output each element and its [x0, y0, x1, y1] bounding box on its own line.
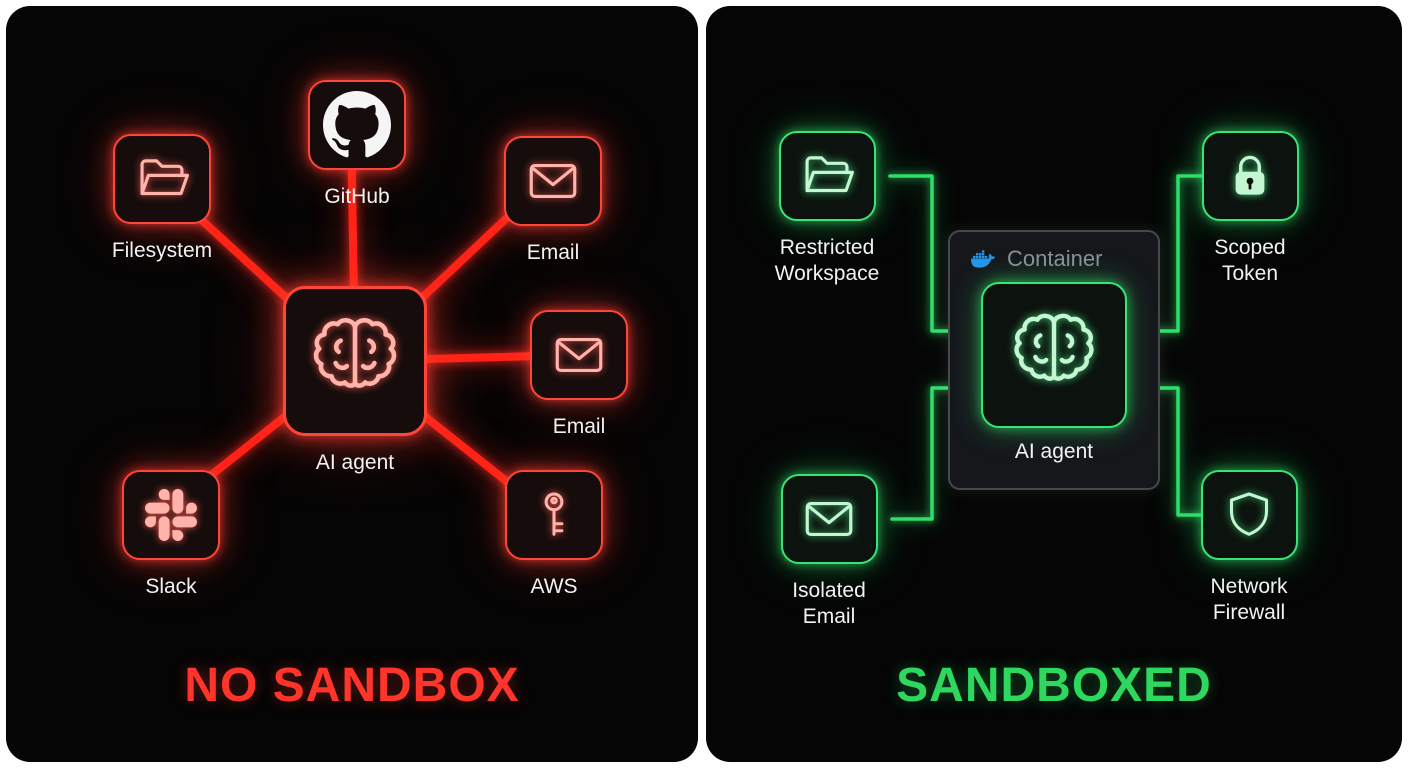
- node-label: AWS: [530, 575, 578, 598]
- slack-box: [122, 470, 220, 560]
- sandboxed-panel: Restricted Workspace Scoped Token: [706, 6, 1402, 762]
- envelope-icon: [524, 152, 582, 210]
- folder-icon: [798, 147, 856, 205]
- email-box: [504, 136, 602, 226]
- aws-box: [505, 470, 603, 560]
- node-network-firewall: Network Firewall: [1189, 470, 1309, 625]
- container-label: Container: [1007, 246, 1103, 271]
- sandboxed-title: SANDBOXED: [896, 659, 1212, 712]
- slack-icon: [145, 489, 197, 541]
- green-connection-lines: [888, 174, 1218, 521]
- github-box: [308, 80, 406, 170]
- container-box: Container AI agent: [948, 230, 1160, 490]
- envelope-icon: [550, 326, 608, 384]
- no-sandbox-title: NO SANDBOX: [184, 659, 520, 712]
- ai-agent-box: [981, 282, 1127, 428]
- node-label: Slack: [145, 575, 197, 598]
- container-header: Container: [968, 246, 1102, 272]
- filesystem-box: [113, 134, 211, 224]
- email-box: [530, 310, 628, 400]
- node-label: Filesystem: [111, 239, 213, 262]
- node-scoped-token: Scoped Token: [1190, 131, 1310, 286]
- brain-icon: [1005, 306, 1103, 404]
- node-ai-agent: AI agent: [275, 286, 435, 476]
- node-label: Email: [552, 415, 606, 438]
- node-email-right: Email: [504, 310, 654, 440]
- ai-agent-box: [283, 286, 427, 436]
- node-label: Isolated Email: [792, 579, 866, 628]
- folder-icon: [133, 150, 191, 208]
- node-email-top: Email: [478, 136, 628, 266]
- node-slack: Slack: [96, 470, 246, 600]
- scoped-token-box: [1201, 131, 1299, 221]
- node-label: GitHub: [324, 185, 390, 208]
- no-sandbox-panel: Filesystem GitHub: [6, 6, 698, 762]
- shield-icon: [1221, 487, 1277, 543]
- ai-agent-label: AI agent: [315, 451, 395, 474]
- node-label: Network Firewall: [1210, 575, 1288, 624]
- restricted-workspace-box: [778, 131, 876, 221]
- envelope-icon: [800, 490, 858, 548]
- lock-icon: [1223, 149, 1277, 203]
- node-filesystem: Filesystem: [87, 134, 237, 264]
- docker-icon: [968, 247, 998, 271]
- github-icon: [323, 91, 391, 159]
- node-label: Restricted Workspace: [774, 236, 880, 285]
- node-isolated-email: Isolated Email: [769, 474, 889, 629]
- node-aws: AWS: [479, 470, 629, 600]
- node-restricted-workspace: Restricted Workspace: [767, 131, 887, 286]
- node-label: Scoped Token: [1214, 236, 1286, 285]
- ai-agent-label: AI agent: [1014, 440, 1094, 463]
- network-firewall-box: [1200, 470, 1298, 560]
- node-label: Email: [526, 241, 580, 264]
- key-icon: [526, 487, 582, 543]
- node-github: GitHub: [282, 80, 432, 210]
- brain-icon: [304, 310, 406, 412]
- isolated-email-box: [780, 474, 878, 564]
